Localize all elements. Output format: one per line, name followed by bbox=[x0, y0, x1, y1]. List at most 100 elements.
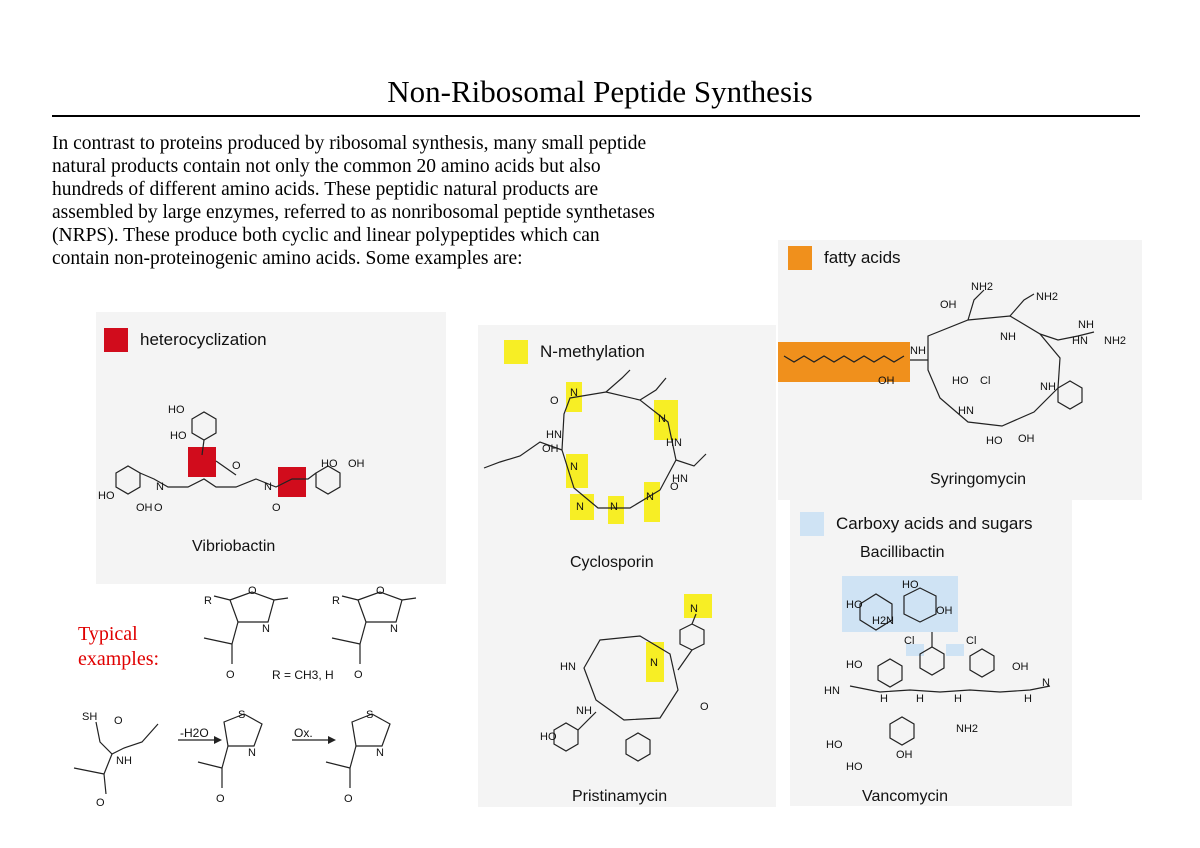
oxazoline-structures: R O N O R O N O bbox=[203, 585, 417, 681]
svg-text:HN: HN bbox=[666, 437, 682, 449]
svg-text:Cl: Cl bbox=[966, 635, 976, 647]
svg-text:HN: HN bbox=[672, 473, 688, 485]
nmethylation-legend: N-methylation bbox=[504, 340, 645, 364]
typical-line-2: examples: bbox=[78, 648, 160, 670]
svg-text:HO: HO bbox=[952, 375, 969, 387]
svg-text:HO: HO bbox=[846, 599, 863, 611]
vancomycin-caption: Vancomycin bbox=[862, 788, 948, 805]
svg-text:O: O bbox=[272, 502, 281, 514]
svg-text:HO: HO bbox=[540, 731, 557, 743]
svg-text:NH: NH bbox=[1078, 319, 1094, 331]
svg-text:O: O bbox=[354, 669, 363, 681]
svg-text:N: N bbox=[1042, 677, 1050, 689]
svg-text:O: O bbox=[550, 395, 559, 407]
vibriobactin-caption: Vibriobactin bbox=[192, 538, 276, 555]
carboxy-label: Carboxy acids and sugars bbox=[836, 514, 1033, 533]
intro-line: In contrast to proteins produced by ribo… bbox=[52, 133, 647, 154]
svg-text:N: N bbox=[650, 657, 658, 669]
r-group-note: R = CH3, H bbox=[272, 668, 334, 682]
intro-line: (NRPS). These produce both cyclic and li… bbox=[52, 225, 600, 246]
svg-text:OH: OH bbox=[542, 443, 559, 455]
svg-text:O: O bbox=[248, 585, 257, 597]
svg-text:HO: HO bbox=[902, 579, 919, 591]
heterocyclization-legend: heterocyclization bbox=[104, 328, 267, 352]
fatty-legend: fatty acids bbox=[788, 246, 901, 270]
svg-text:HO: HO bbox=[846, 659, 863, 671]
heterocyclization-label: heterocyclization bbox=[140, 330, 267, 349]
svg-text:S: S bbox=[366, 709, 373, 721]
svg-text:HO: HO bbox=[168, 404, 185, 416]
svg-text:N: N bbox=[610, 501, 618, 513]
dehydration-step: -H2O bbox=[180, 726, 209, 740]
carboxy-legend: Carboxy acids and sugars bbox=[800, 512, 1033, 536]
cyclosporin-caption: Cyclosporin bbox=[570, 554, 654, 571]
svg-text:OH: OH bbox=[940, 299, 957, 311]
svg-text:HO: HO bbox=[98, 490, 115, 502]
svg-text:O: O bbox=[114, 715, 123, 727]
svg-text:O: O bbox=[232, 460, 241, 472]
svg-text:N: N bbox=[390, 623, 398, 635]
svg-text:R: R bbox=[204, 595, 212, 607]
svg-text:N: N bbox=[690, 603, 698, 615]
svg-text:OH: OH bbox=[896, 749, 913, 761]
svg-text:OH: OH bbox=[348, 458, 365, 470]
vibriobactin-panel bbox=[96, 312, 446, 584]
svg-text:HO: HO bbox=[846, 761, 863, 773]
svg-text:R: R bbox=[332, 595, 340, 607]
svg-text:NH2: NH2 bbox=[1036, 291, 1058, 303]
svg-text:OH: OH bbox=[936, 605, 953, 617]
thiazoline-scheme: SH O NH O S N O S N O bbox=[73, 709, 391, 809]
svg-text:N: N bbox=[576, 501, 584, 513]
svg-text:HO: HO bbox=[986, 435, 1003, 447]
svg-text:HO: HO bbox=[321, 458, 338, 470]
svg-text:O: O bbox=[344, 793, 353, 805]
heterocyclization-swatch bbox=[104, 328, 128, 352]
title-rule bbox=[52, 115, 1140, 117]
svg-text:N: N bbox=[646, 491, 654, 503]
carboxy-swatch bbox=[800, 512, 824, 536]
svg-text:N: N bbox=[156, 481, 164, 493]
svg-text:OH: OH bbox=[1018, 433, 1035, 445]
svg-text:O: O bbox=[376, 585, 385, 597]
svg-text:O: O bbox=[154, 502, 163, 514]
nmethylation-label: N-methylation bbox=[540, 342, 645, 361]
svg-text:HN: HN bbox=[546, 429, 562, 441]
svg-text:H: H bbox=[1024, 693, 1032, 705]
svg-text:N: N bbox=[570, 387, 578, 399]
typical-line-1: Typical bbox=[78, 623, 138, 645]
vancomycin-panel bbox=[790, 500, 1072, 806]
svg-text:O: O bbox=[96, 797, 105, 809]
intro-line: contain non-proteinogenic amino acids. S… bbox=[52, 248, 523, 269]
fatty-label: fatty acids bbox=[824, 248, 901, 267]
svg-text:N: N bbox=[248, 747, 256, 759]
pristinamycin-caption: Pristinamycin bbox=[572, 788, 668, 805]
svg-text:H: H bbox=[880, 693, 888, 705]
intro-paragraph: In contrast to proteins produced by ribo… bbox=[52, 132, 782, 270]
page-title: Non-Ribosomal Peptide Synthesis bbox=[387, 74, 813, 109]
svg-text:O: O bbox=[226, 669, 235, 681]
svg-text:HN: HN bbox=[824, 685, 840, 697]
oxidation-step: Ox. bbox=[294, 726, 313, 740]
svg-text:SH: SH bbox=[82, 711, 97, 723]
svg-text:NH: NH bbox=[576, 705, 592, 717]
intro-line: hundreds of different amino acids. These… bbox=[52, 179, 599, 200]
svg-text:O: O bbox=[670, 481, 679, 493]
svg-text:HN: HN bbox=[1072, 335, 1088, 347]
svg-text:NH: NH bbox=[1040, 381, 1056, 393]
svg-text:H: H bbox=[916, 693, 924, 705]
svg-text:O: O bbox=[700, 701, 709, 713]
svg-text:H2N: H2N bbox=[872, 615, 894, 627]
svg-text:OH: OH bbox=[878, 375, 895, 387]
svg-text:HN: HN bbox=[560, 661, 576, 673]
svg-text:HO: HO bbox=[170, 430, 187, 442]
svg-text:H: H bbox=[954, 693, 962, 705]
svg-text:NH2: NH2 bbox=[956, 723, 978, 735]
cyclosporin-panel bbox=[478, 325, 776, 807]
svg-text:NH2: NH2 bbox=[971, 281, 993, 293]
svg-text:N: N bbox=[570, 461, 578, 473]
cyclosporin-structure: N N N N N N HN OH HN HN O O bbox=[483, 369, 707, 524]
svg-text:S: S bbox=[238, 709, 245, 721]
svg-text:NH: NH bbox=[116, 755, 132, 767]
svg-text:N: N bbox=[262, 623, 270, 635]
typical-examples-label: Typical examples: bbox=[78, 622, 159, 672]
